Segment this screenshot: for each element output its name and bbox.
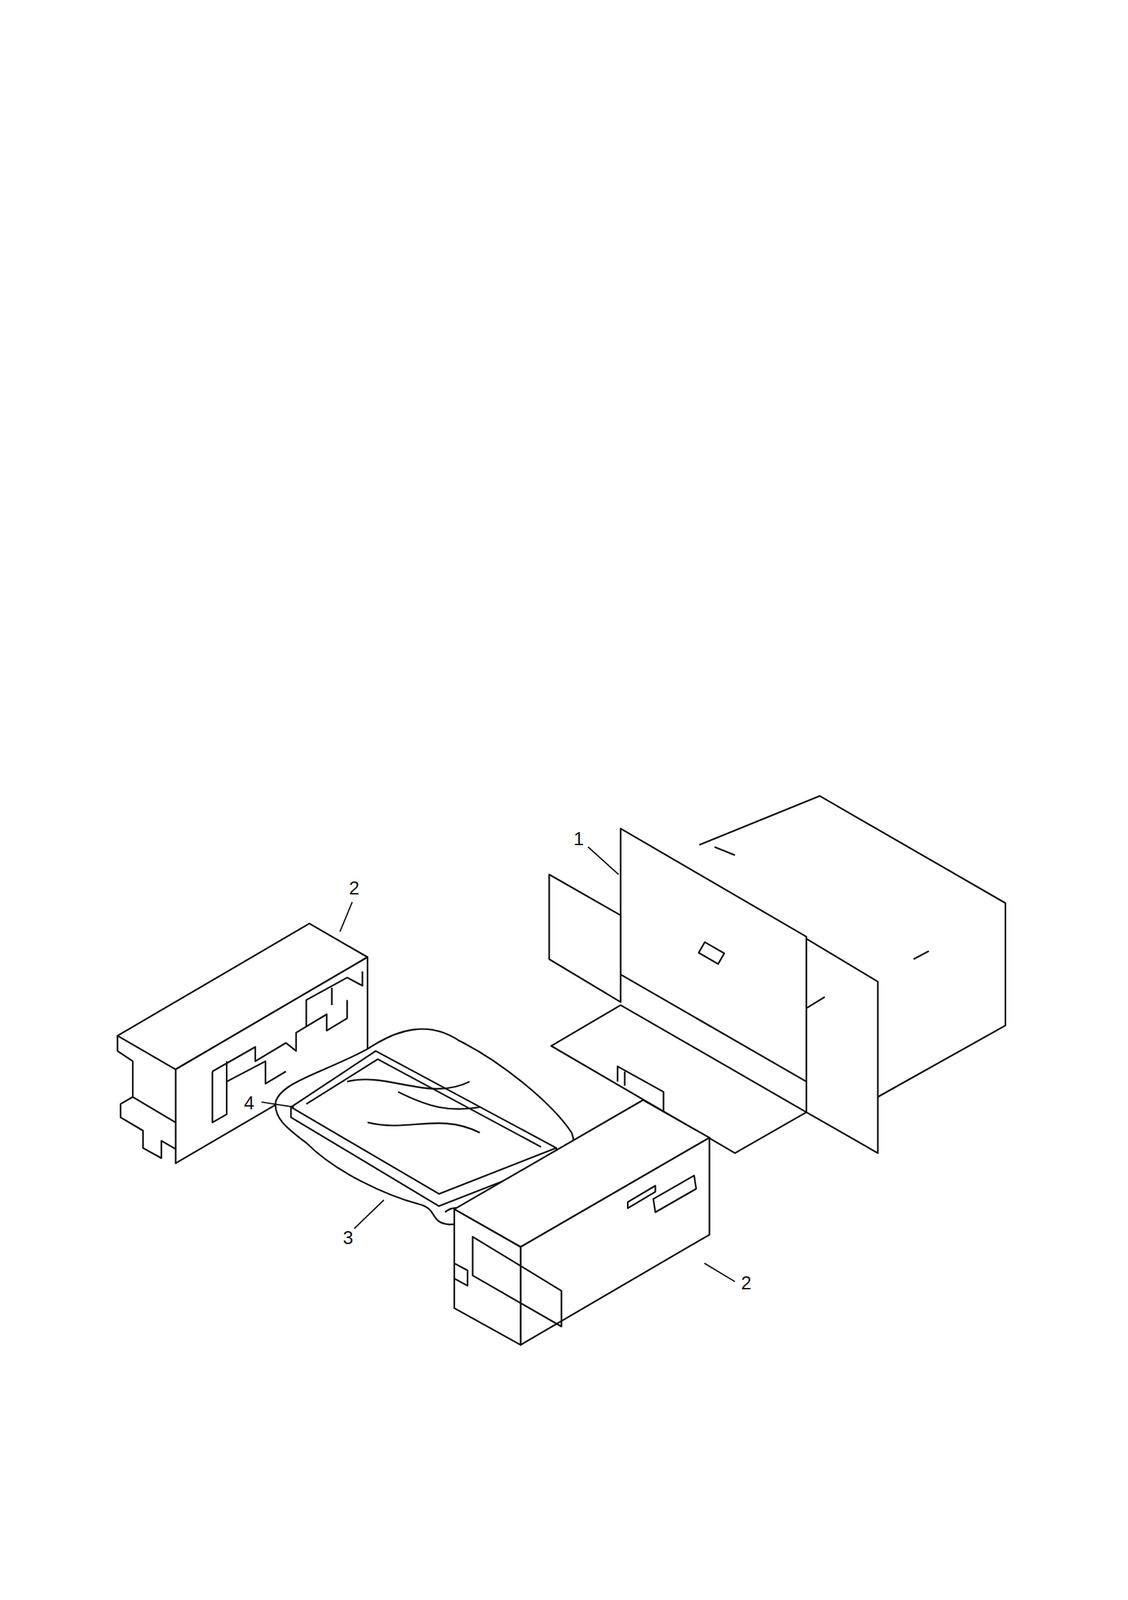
callout-number: 2 [741,1273,752,1293]
callout-number: 4 [243,1094,254,1113]
leader-lines [261,847,736,1283]
callout-number: 3 [342,1229,354,1248]
carton-flaps [548,828,1006,1154]
callout-number: 2 [349,878,360,898]
foam-block-lower [454,1099,710,1345]
callout-number: 1 [573,829,584,849]
